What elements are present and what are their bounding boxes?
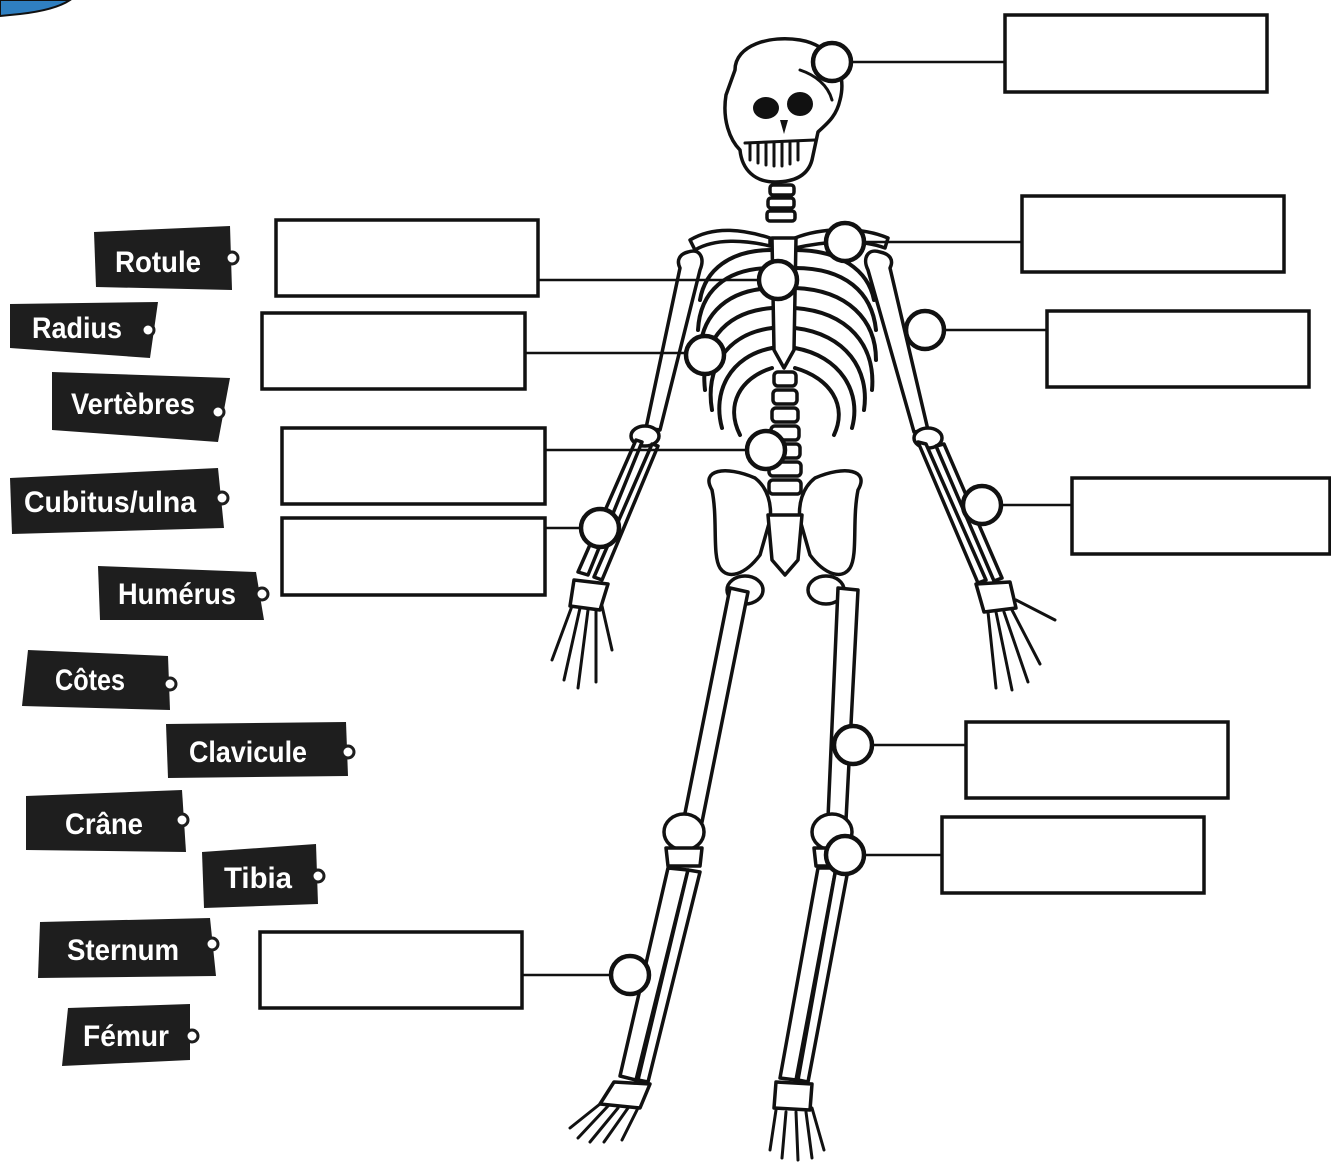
marker-sternum [759,261,797,299]
answer-box-sternum[interactable] [276,220,538,296]
tag-hole-icon [216,492,228,504]
tag-hole-icon [186,1030,198,1042]
answer-box-forearm-right[interactable] [1072,478,1330,554]
answer-box-forearm[interactable] [282,518,545,595]
tag-rotule[interactable]: Rotule [94,226,238,290]
marker-tibia [611,956,649,994]
tag-hole-icon [226,252,238,264]
tag-humerus[interactable]: Humérus [98,566,268,620]
tag-femur[interactable]: Fémur [62,1004,198,1066]
answer-box-femur[interactable] [966,722,1228,798]
tag-hole-icon [164,678,176,690]
tag-hole-icon [312,870,324,882]
tag-cotes[interactable]: Côtes [22,650,176,710]
tag-clavicule[interactable]: Clavicule [166,722,354,778]
tag-femur-label: Fémur [83,1020,169,1053]
tag-hole-icon [342,746,354,758]
tag-radius-label: Radius [32,312,122,345]
tag-clavicule-label: Clavicule [189,736,307,769]
answer-box-tibia[interactable] [260,932,522,1008]
tag-crane-label: Crâne [65,808,143,841]
marker-knee [826,836,864,874]
answer-box-clavicle[interactable] [1022,196,1284,272]
answer-box-humerus[interactable] [1047,311,1309,387]
tag-humerus-label: Humérus [118,578,236,611]
marker-ribs [686,336,724,374]
tag-cubitus-label: Cubitus/ulna [24,486,196,519]
right-arm [866,251,1055,690]
marker-femur [834,726,872,764]
corner-logo-fragment [0,0,70,16]
tag-tibia[interactable]: Tibia [202,844,324,908]
marker-skull [813,43,851,81]
tag-rotule-label: Rotule [115,246,201,279]
marker-humerus [906,311,944,349]
cervical-spine [767,185,795,221]
tag-hole-icon [256,588,268,600]
answer-box-spine[interactable] [282,428,545,504]
tag-vertebres-label: Vertèbres [71,388,195,421]
tag-tibia-label: Tibia [224,862,292,895]
tag-radius[interactable]: Radius [10,302,158,358]
tag-crane[interactable]: Crâne [26,790,188,852]
answer-box-skull[interactable] [1005,15,1267,92]
marker-clavicle [826,223,864,261]
tag-cubitus[interactable]: Cubitus/ulna [10,468,228,534]
marker-forearm-right [963,486,1001,524]
tag-hole-icon [176,814,188,826]
tag-hole-icon [212,406,224,418]
answer-box-knee[interactable] [942,817,1204,893]
tag-cotes-label: Côtes [55,664,125,697]
tag-hole-icon [142,324,154,336]
marker-spine [747,431,785,469]
answer-box-ribs[interactable] [262,313,525,389]
tag-hole-icon [206,938,218,950]
marker-forearm [581,509,619,547]
tag-sternum[interactable]: Sternum [38,918,218,978]
left-arm [552,251,702,688]
tag-sternum-label: Sternum [67,934,179,967]
tag-vertebres[interactable]: Vertèbres [52,372,230,442]
